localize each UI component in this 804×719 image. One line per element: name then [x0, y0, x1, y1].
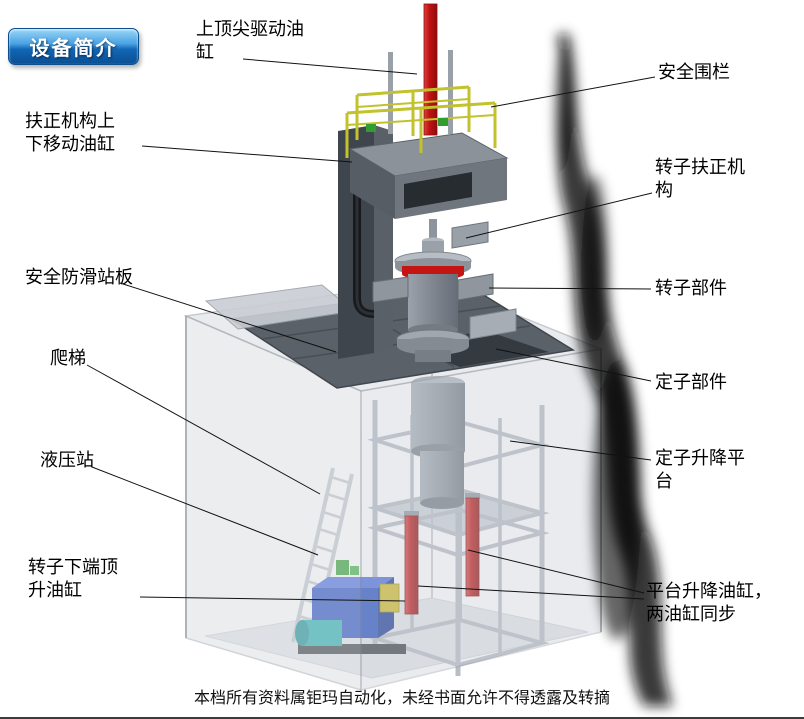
label-platform-lift-cylinders: 平台升降油缸，两油缸同步 [646, 581, 772, 624]
label-stator-part: 定子部件 [655, 372, 727, 392]
hydraulic-unit [295, 560, 406, 654]
label-anti-slip-platform: 安全防滑站板 [25, 267, 133, 287]
title-badge: 设备简介 [8, 28, 139, 65]
label-rotor-part: 转子部件 [655, 278, 727, 298]
label-safety-fence: 安全围栏 [658, 62, 730, 82]
leader-lines [86, 58, 656, 602]
lift-cylinders [404, 493, 480, 615]
head-box [348, 132, 509, 219]
label-hydraulic-station: 液压站 [40, 450, 94, 470]
rotor-assembly [372, 219, 494, 362]
label-stator-lift-platform: 定子升降平台 [655, 448, 745, 491]
label-centering-move-cylinder: 扶正机构上下移动油缸 [25, 111, 115, 154]
label-rotor-centering-mechanism: 转子扶正机构 [655, 157, 745, 200]
smoke-shadow [555, 34, 673, 706]
enclosure-interior [185, 300, 602, 679]
enclosure-walls [185, 314, 602, 692]
stator-column [411, 376, 465, 509]
label-top-drive-cylinder: 上顶尖驱动油缸 [196, 19, 304, 62]
safety-railing [345, 85, 497, 158]
footer-disclaimer: 本档所有资料属钜玛自动化，未经书面允许不得透露及转摘 [193, 688, 610, 707]
label-rotor-bottom-jack-cylinder: 转子下端顶升油缸 [28, 557, 118, 600]
label-ladder: 爬梯 [50, 348, 86, 368]
